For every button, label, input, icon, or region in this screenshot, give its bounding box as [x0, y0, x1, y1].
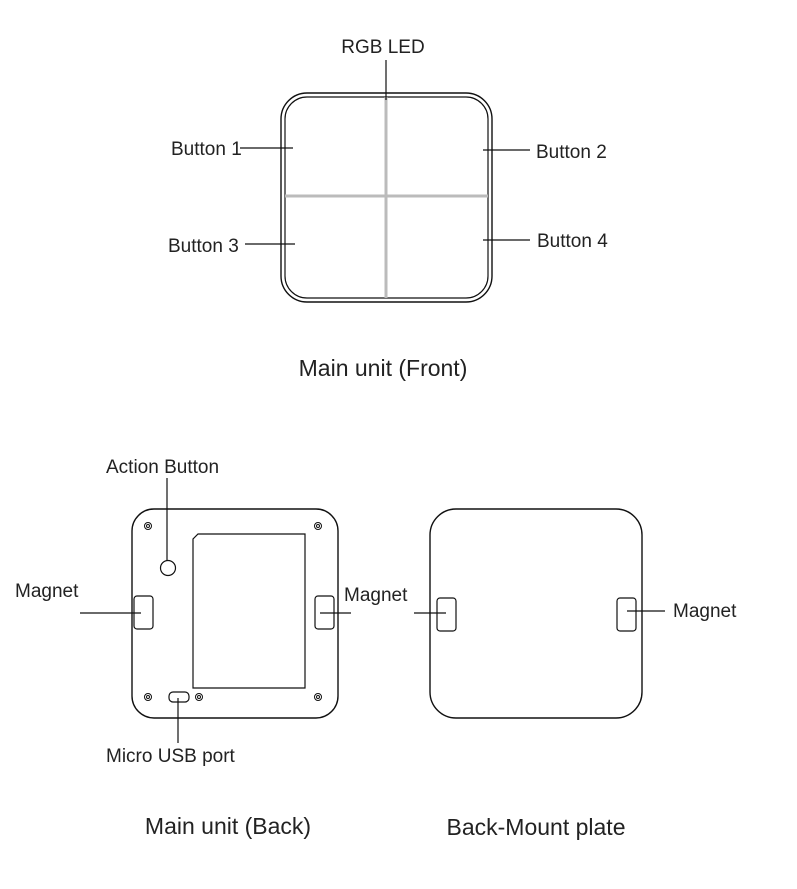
button-4-label: Button 4 [537, 231, 608, 252]
usb-label: Micro USB port [106, 746, 236, 767]
plate-magnet-label: Magnet [673, 601, 737, 622]
button-2-label: Button 2 [536, 142, 607, 163]
action-button-label: Action Button [106, 457, 219, 478]
back-shell [131, 508, 339, 719]
plate-magnet-left-icon [436, 597, 457, 632]
screw-icons [144, 522, 322, 701]
usb-port-icon [168, 691, 190, 703]
plate-magnet-right-icon [616, 597, 637, 632]
plate-caption: Back-Mount plate [447, 814, 626, 840]
button-3-label: Button 3 [168, 236, 239, 257]
back-caption: Main unit (Back) [145, 813, 311, 839]
back-mount-plate: Magnet Back-Mount plate [414, 508, 737, 840]
plate-shell [429, 508, 643, 719]
main-unit-front: RGB LED Button 1 Button 2 Button 3 Butto… [168, 37, 608, 381]
back-panel [192, 533, 306, 689]
magnet-right-label: Magnet [344, 585, 408, 606]
action-button-icon [159, 559, 177, 577]
main-unit-back: Action Button Magnet Magnet Micro USB po… [15, 457, 408, 839]
button-1-label: Button 1 [171, 139, 242, 160]
magnet-left-label: Magnet [15, 581, 79, 602]
rgb-led-label: RGB LED [341, 37, 424, 58]
front-caption: Main unit (Front) [299, 355, 468, 381]
